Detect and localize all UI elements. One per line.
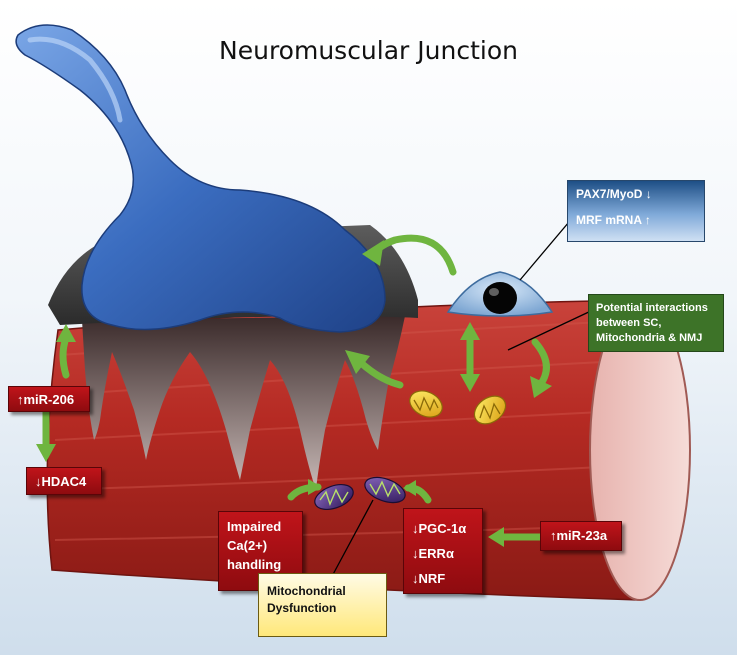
nrf-label: ↓NRF	[412, 571, 446, 586]
junctional-folds	[82, 316, 405, 490]
mitochondrion-healthy-2	[473, 395, 507, 425]
diagram-title: Neuromuscular Junction	[219, 36, 518, 65]
mir206-label: ↑miR-206	[17, 392, 75, 407]
mir206-box: ↑miR-206	[8, 386, 90, 412]
green-arrowheads	[36, 240, 552, 547]
hdac4-label: ↓HDAC4	[35, 474, 87, 489]
erra-label: ↓ERRα	[412, 546, 454, 561]
mito-dysfunction-box: Mitochondrial Dysfunction	[258, 573, 387, 637]
pgc1a-label: ↓PGC-1α	[412, 521, 467, 536]
mito-dysfunction-line-2: Dysfunction	[267, 601, 337, 615]
nerve-terminal	[15, 24, 386, 333]
mitochondrion-dysfunctional-2	[364, 476, 406, 504]
mir23a-label: ↑miR-23a	[550, 528, 608, 543]
mitochondrion-dysfunctional-1	[314, 484, 354, 510]
mito-dysfunction-line-1: Mitochondrial	[267, 584, 346, 598]
interactions-line-2: between SC,	[596, 317, 662, 329]
mrf-label: MRF mRNA ↑	[576, 213, 651, 227]
satellite-cell	[446, 271, 554, 317]
impaired-line-1: Impaired	[227, 519, 282, 534]
pgc-box: ↓PGC-1α ↓ERRα ↓NRF	[403, 508, 483, 594]
impaired-line-2: Ca(2+)	[227, 538, 268, 553]
interactions-line-1: Potential interactions	[596, 302, 708, 314]
impaired-calcium-box: Impaired Ca(2+) handling	[218, 511, 303, 591]
interactions-box: Potential interactions between SC, Mitoc…	[588, 294, 724, 352]
hdac4-box: ↓HDAC4	[26, 467, 102, 495]
mitochondrion-healthy-1	[409, 390, 443, 418]
impaired-line-3: handling	[227, 557, 282, 572]
pax7-label: PAX7/MyoD ↓	[576, 187, 652, 201]
interactions-line-3: Mitochondria & NMJ	[596, 332, 703, 344]
mir23a-box: ↑miR-23a	[540, 521, 622, 551]
satellite-markers-box: PAX7/MyoD ↓ MRF mRNA ↑	[567, 180, 705, 242]
